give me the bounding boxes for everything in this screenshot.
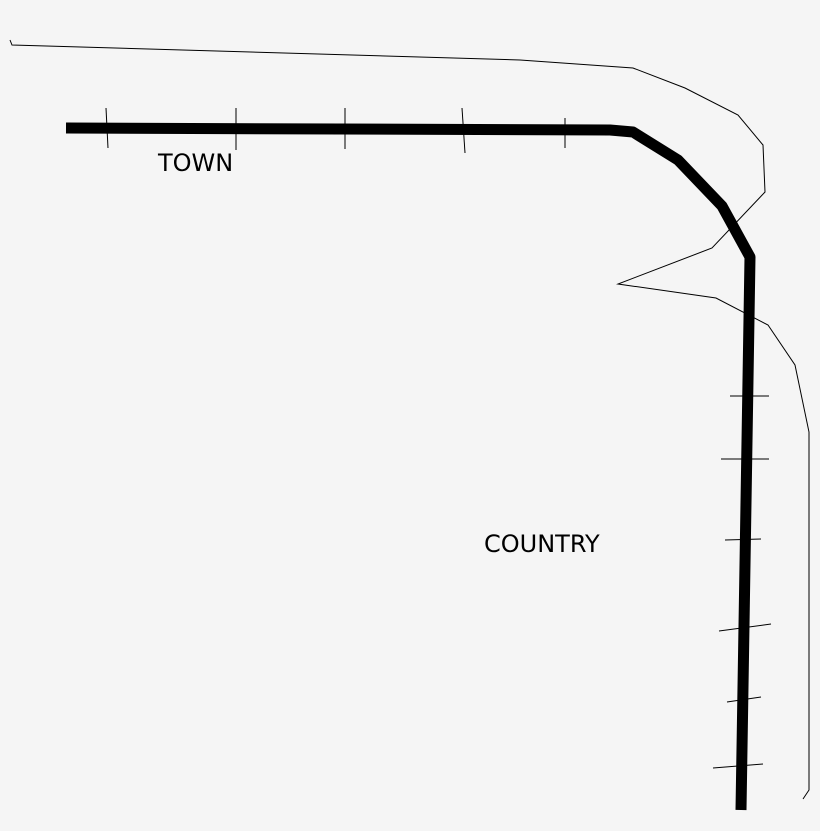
vertical-tick-marks xyxy=(712,395,772,769)
country-label: COUNTRY xyxy=(484,530,600,558)
main-route-line xyxy=(65,122,756,811)
tick-mark xyxy=(726,696,762,703)
horizontal-tick-marks xyxy=(105,107,566,154)
town-label: TOWN xyxy=(157,149,233,177)
tick-mark xyxy=(105,107,109,149)
tick-mark xyxy=(461,107,466,154)
tick-mark xyxy=(724,538,762,541)
tick-mark xyxy=(718,623,772,632)
boundary-line xyxy=(9,39,810,800)
tick-mark xyxy=(712,763,764,769)
